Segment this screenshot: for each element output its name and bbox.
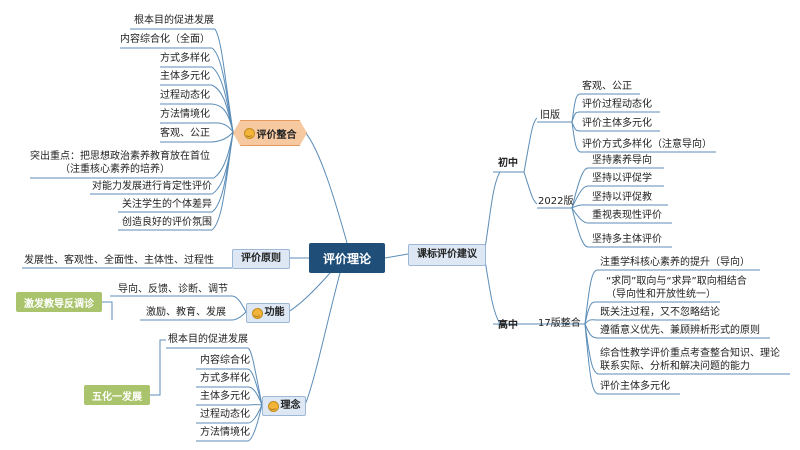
old-item-3[interactable]: 评价主体多元化	[582, 118, 652, 129]
integration-item-11[interactable]: 创造良好的评价氛围	[122, 217, 212, 228]
branch-function-label: 功能	[264, 307, 285, 318]
branch-principle[interactable]: 评价原则	[232, 249, 290, 269]
version-17-node[interactable]: 17版整合	[538, 318, 581, 329]
v17-item-4[interactable]: 遵循意义优先、兼顾辨析形式的原则	[600, 325, 760, 336]
v17-item-2-note: （导向性和开放性统一）	[606, 289, 716, 300]
old-version-node[interactable]: 旧版	[540, 110, 560, 121]
v2022-item-1[interactable]: 坚持素养导向	[592, 155, 652, 166]
v17-item-1[interactable]: 注重学科核心素养的提升（导向）	[600, 257, 750, 268]
root-label: 评价理论	[322, 251, 371, 266]
v2022-item-4[interactable]: 重视表现性评价	[592, 210, 662, 221]
version-2022-node[interactable]: 2022版	[538, 196, 574, 207]
branch-integration-label: 评价整合	[256, 129, 297, 141]
concept-item-5[interactable]: 过程动态化	[200, 409, 250, 420]
v17-item-2[interactable]: “求同”取向与“求异”取向相结合	[606, 276, 747, 287]
old-item-1[interactable]: 客观、公正	[582, 81, 632, 92]
v2022-item-2[interactable]: 坚持以评促学	[592, 173, 652, 184]
integration-item-6[interactable]: 方法情境化	[160, 109, 210, 120]
branch-concept[interactable]: ‿理念	[262, 396, 306, 416]
concept-mnemonic-label: 五化一发展	[92, 391, 142, 403]
smile-icon: ‿	[267, 400, 279, 412]
smile-icon: ‿	[251, 307, 263, 319]
integration-item-3[interactable]: 方式多样化	[160, 53, 210, 64]
root-node[interactable]: 评价理论	[309, 243, 385, 273]
old-item-4[interactable]: 评价方式多样化（注意导向）	[582, 139, 712, 150]
integration-item-8-note: （注重核心素养的培养）	[60, 164, 170, 175]
v17-item-5[interactable]: 综合性教学评价重点考查整合知识、理论	[600, 348, 780, 359]
junior-node[interactable]: 初中	[498, 158, 518, 169]
smile-icon: ‿	[243, 127, 255, 139]
integration-item-2[interactable]: 内容综合化（全面）	[120, 34, 210, 45]
function-item-2[interactable]: 激励、教育、发展	[146, 307, 226, 318]
concept-item-1[interactable]: 根本目的促进发展	[168, 334, 248, 345]
concept-mnemonic-tag[interactable]: 五化一发展	[84, 385, 150, 405]
v17-item-5-note: 联系实际、分析和解决问题的能力	[600, 361, 750, 372]
branch-curriculum-label: 课标评价建议	[417, 249, 477, 260]
branch-curriculum[interactable]: 课标评价建议	[408, 244, 486, 266]
senior-node[interactable]: 高中	[498, 320, 518, 331]
integration-item-7[interactable]: 客观、公正	[160, 128, 210, 139]
function-item-1[interactable]: 导向、反馈、诊断、调节	[118, 284, 228, 295]
integration-item-9[interactable]: 对能力发展进行肯定性评价	[92, 181, 212, 192]
integration-item-8[interactable]: 突出重点：把思想政治素养教育放在首位	[30, 151, 210, 162]
integration-item-5[interactable]: 过程动态化	[160, 90, 210, 101]
integration-item-10[interactable]: 关注学生的个体差异	[122, 199, 212, 210]
function-mnemonic-tag[interactable]: 激发教导反调诊	[16, 292, 102, 312]
v17-item-3[interactable]: 既关注过程，又不忽略结论	[600, 307, 720, 318]
v2022-item-5[interactable]: 坚持多主体评价	[592, 234, 662, 245]
concept-item-3[interactable]: 方式多样化	[200, 373, 250, 384]
branch-integration[interactable]: ‿评价整合	[233, 120, 307, 146]
function-mnemonic-label: 激发教导反调诊	[24, 298, 94, 310]
old-item-2[interactable]: 评价过程动态化	[582, 99, 652, 110]
branch-concept-label: 理念	[280, 400, 301, 411]
v17-item-6[interactable]: 评价主体多元化	[600, 381, 670, 392]
v2022-item-3[interactable]: 坚持以评促教	[592, 192, 652, 203]
concept-item-6[interactable]: 方法情境化	[200, 427, 250, 438]
principle-text[interactable]: 发展性、客观性、全面性、主体性、过程性	[24, 255, 214, 266]
branch-function[interactable]: ‿功能	[246, 303, 290, 323]
integration-item-1[interactable]: 根本目的促进发展	[134, 15, 214, 26]
concept-item-4[interactable]: 主体多元化	[200, 391, 250, 402]
integration-item-4[interactable]: 主体多元化	[160, 71, 210, 82]
concept-item-2[interactable]: 内容综合化	[200, 355, 250, 366]
branch-principle-label: 评价原则	[241, 253, 281, 264]
